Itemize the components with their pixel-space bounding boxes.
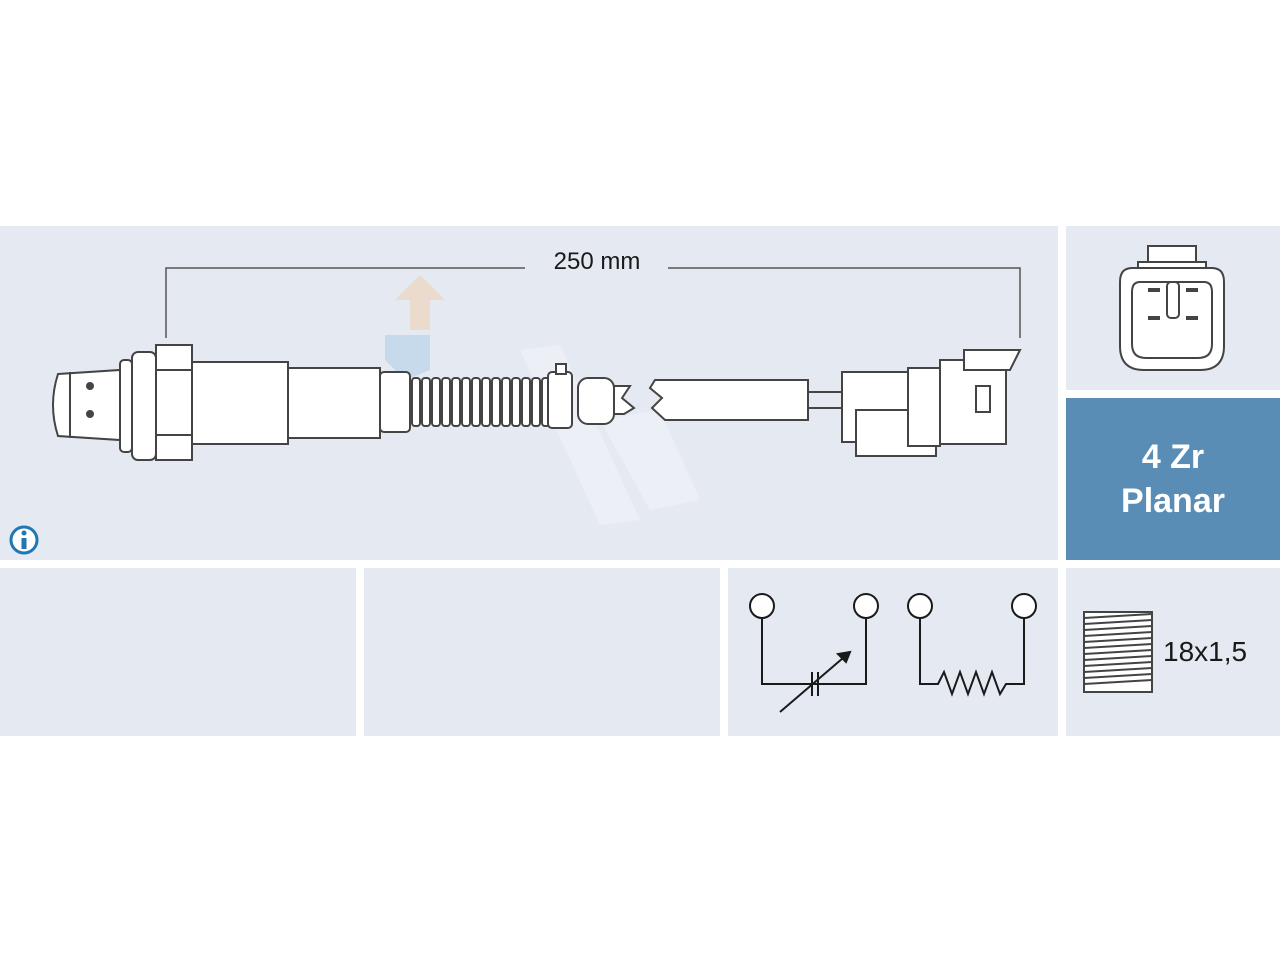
- sleeve-rib: [481, 377, 491, 427]
- thread-line: [1083, 679, 1153, 685]
- cable-sleeve: [411, 377, 551, 427]
- sleeve-rib: [501, 377, 511, 427]
- thread-line: [1083, 643, 1153, 649]
- thread-size-label: 18x1,5: [1163, 636, 1248, 667]
- thread-line: [1083, 631, 1153, 637]
- thread-line: [1083, 625, 1153, 631]
- empty-panel-2: [364, 568, 720, 736]
- cable: [648, 379, 842, 421]
- sleeve-rib: [421, 377, 431, 427]
- info-icon: [9, 525, 39, 555]
- wiring-schematic: [749, 593, 1037, 713]
- thread-line: [1083, 613, 1153, 619]
- wiring-schematic-panel: [728, 568, 1058, 736]
- hex-nut: [155, 344, 193, 461]
- empty-panel-1: [0, 568, 356, 736]
- sensor-type-line2: Planar: [1121, 482, 1225, 520]
- thread-line: [1083, 661, 1153, 667]
- sensor-type-panel: 4 Zr Planar: [1066, 398, 1280, 560]
- connector-face-icon: [1119, 245, 1225, 371]
- cable-clip: [547, 363, 636, 429]
- sleeve-rib: [441, 377, 451, 427]
- thread-line: [1083, 619, 1153, 625]
- sleeve-rib: [491, 377, 501, 427]
- sleeve-rib: [411, 377, 421, 427]
- thread-icon: [1083, 611, 1153, 693]
- thread-line: [1083, 673, 1153, 679]
- sensor-tip: [52, 351, 157, 461]
- connector-plug: [841, 349, 1022, 457]
- sleeve-rib: [471, 377, 481, 427]
- sensor-type-line1: 4 Zr: [1141, 438, 1205, 476]
- thread-line: [1083, 655, 1153, 661]
- sleeve-rib: [531, 377, 541, 427]
- sleeve-rib: [521, 377, 531, 427]
- thread-line: [1083, 649, 1153, 655]
- dimension-line: [165, 267, 1021, 338]
- sleeve-rib: [431, 377, 441, 427]
- sensor-body: [191, 361, 411, 445]
- length-dimension-label: 250 mm: [553, 248, 641, 275]
- sleeve-rib: [451, 377, 461, 427]
- thread-line: [1083, 667, 1153, 673]
- sleeve-rib: [511, 377, 521, 427]
- sleeve-rib: [461, 377, 471, 427]
- thread-line: [1083, 637, 1153, 643]
